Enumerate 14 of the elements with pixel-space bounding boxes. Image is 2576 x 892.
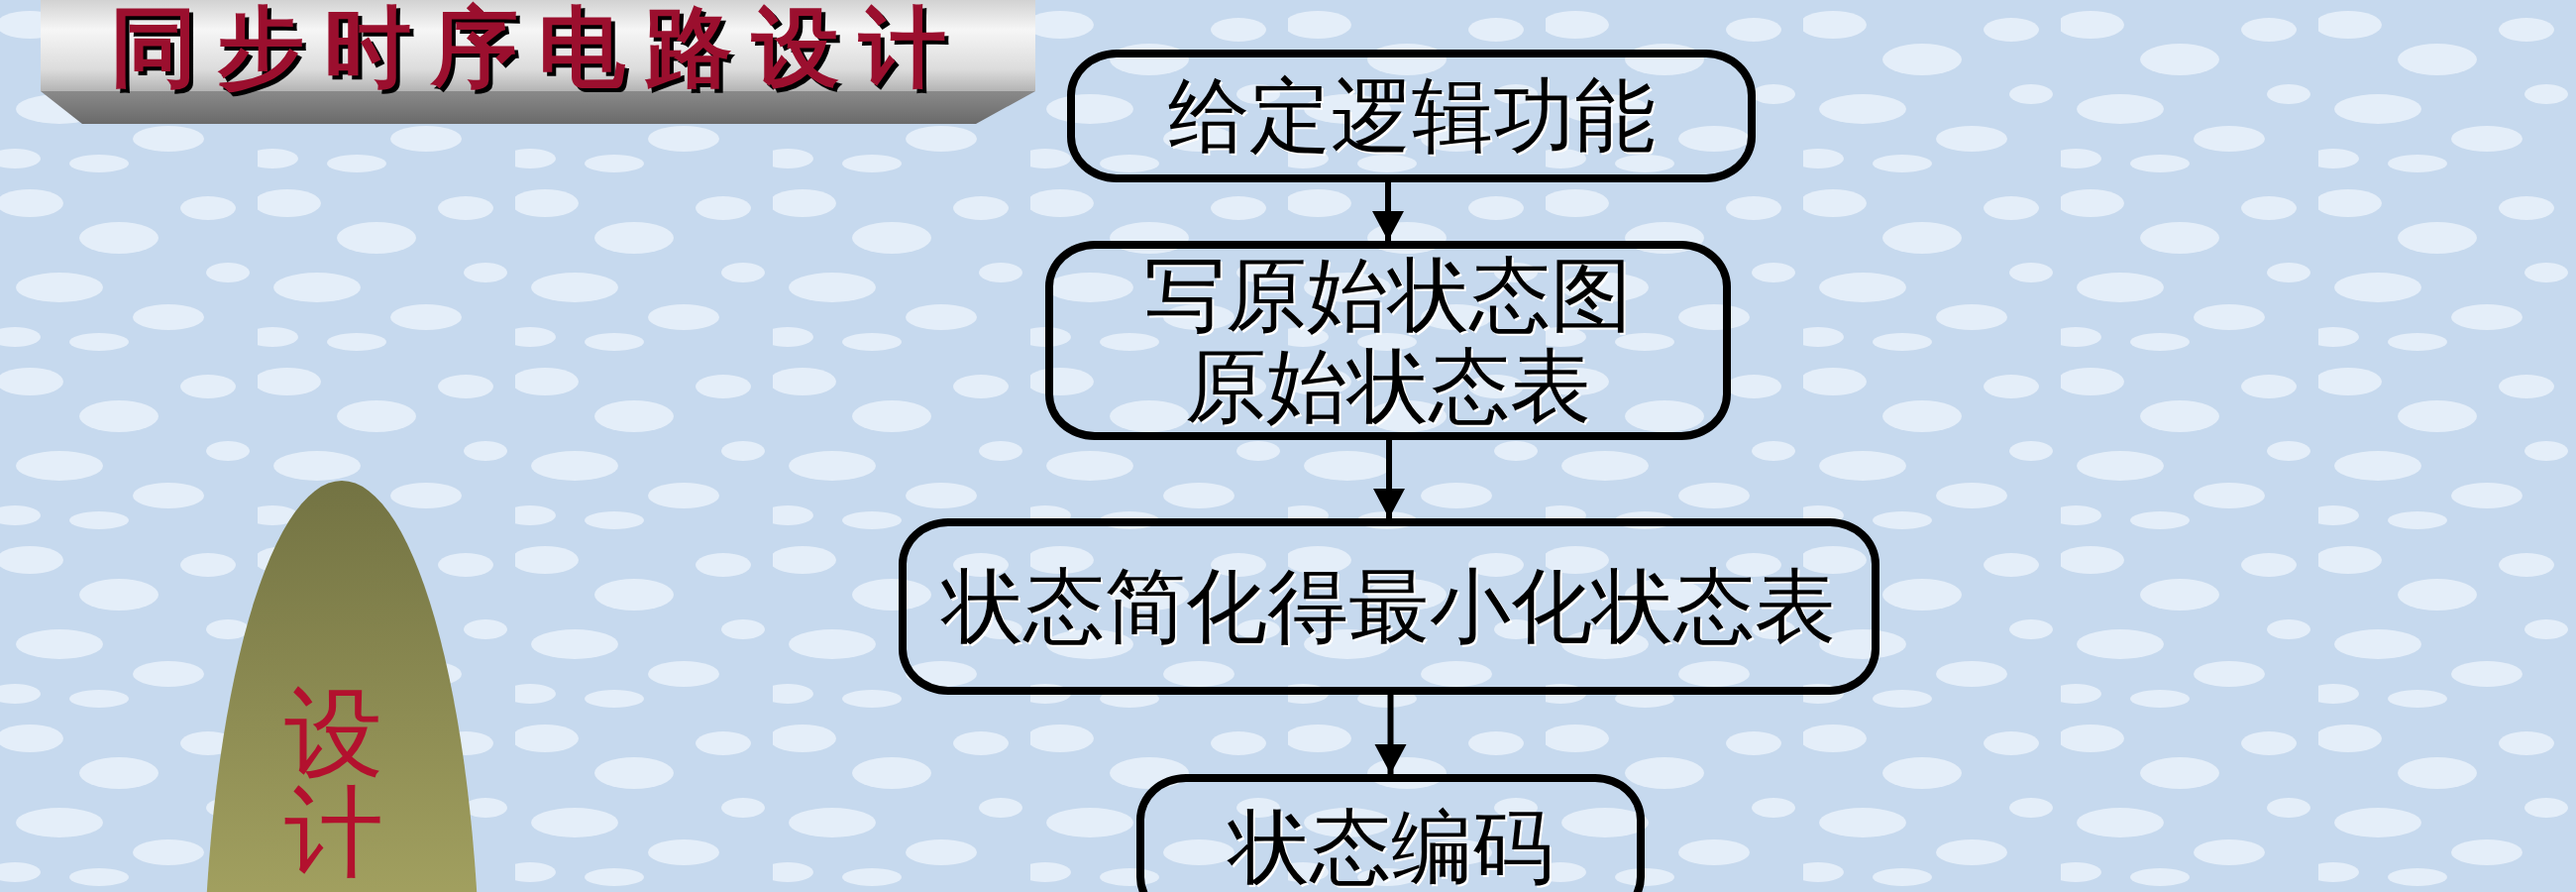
arrow bbox=[1373, 440, 1405, 518]
step-text: 给定逻辑功能 bbox=[1167, 70, 1656, 162]
step-text: 状态简化得最小化状态表 bbox=[942, 561, 1836, 652]
arrow bbox=[1372, 182, 1404, 241]
title-banner: 同步时序电路设计 bbox=[41, 0, 1035, 124]
step-text: 原始状态表 bbox=[1185, 340, 1591, 432]
vertical-label: 设计 bbox=[284, 684, 383, 882]
process-box bbox=[1045, 241, 1731, 440]
process-box bbox=[1136, 774, 1645, 892]
step-text: 写原始状态图 bbox=[1144, 249, 1632, 341]
step-text: 状态编码 bbox=[1228, 802, 1554, 892]
arrow bbox=[1374, 695, 1407, 774]
process-box bbox=[1067, 50, 1756, 182]
process-box bbox=[899, 518, 1879, 695]
